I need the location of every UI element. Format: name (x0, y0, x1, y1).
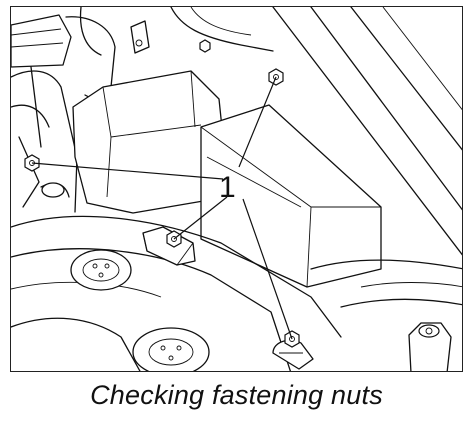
callout-leader-lines (31, 76, 293, 340)
figure-caption: Checking fastening nuts (90, 380, 383, 410)
technical-illustration: 1 (10, 6, 463, 372)
engine-bay-line-drawing (11, 7, 462, 371)
callout-number: 1 (219, 171, 236, 204)
